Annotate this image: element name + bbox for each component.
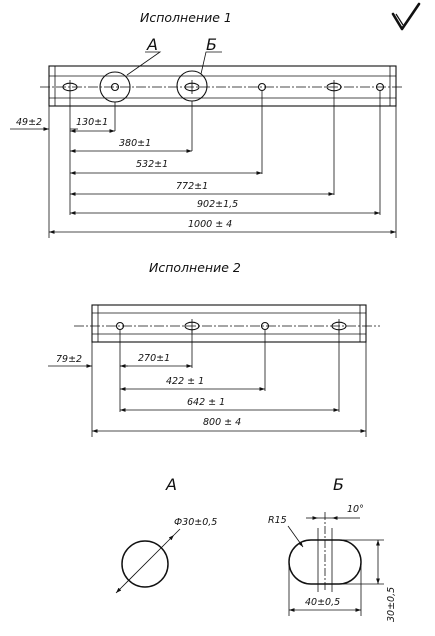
dim-49: 49±2 — [16, 117, 42, 128]
detail-b-label: Б — [333, 475, 344, 494]
detail-b-length: 40±0,5 — [305, 597, 340, 608]
dim-422: 422 ± 1 — [166, 376, 204, 387]
detail-b-height: 30±0,5 — [386, 587, 397, 622]
variant1-title: Исполнение 1 — [140, 10, 232, 25]
callout-a-label: А — [146, 35, 158, 54]
detail-a-view — [115, 528, 181, 594]
dim-380: 380±1 — [119, 138, 151, 149]
dim-1000: 1000 ± 4 — [188, 219, 232, 230]
detail-a-diameter: Ф30±0,5 — [174, 517, 217, 528]
dim-130: 130±1 — [76, 117, 108, 128]
variant1-extension-lines — [48, 91, 397, 238]
callout-a-leader — [126, 51, 162, 76]
variant1-bar — [40, 65, 404, 107]
check-mark-icon — [391, 2, 421, 31]
dim-800: 800 ± 4 — [203, 417, 241, 428]
dim-532: 532±1 — [136, 159, 168, 170]
dim-642: 642 ± 1 — [187, 397, 225, 408]
dim-270: 270±1 — [138, 353, 170, 364]
callout-b-leader — [200, 51, 222, 75]
variant2-extension-lines — [91, 330, 367, 437]
detail-b-angle: 10° — [347, 504, 364, 515]
dim-772: 772±1 — [176, 181, 208, 192]
detail-b-radius: R15 — [268, 515, 287, 526]
dim-902: 902±1,5 — [197, 199, 238, 210]
dim-79: 79±2 — [56, 354, 82, 365]
detail-b-view — [287, 512, 384, 616]
detail-a-label: А — [165, 475, 177, 494]
callout-b-label: Б — [206, 35, 217, 54]
variant2-title: Исполнение 2 — [149, 260, 241, 275]
